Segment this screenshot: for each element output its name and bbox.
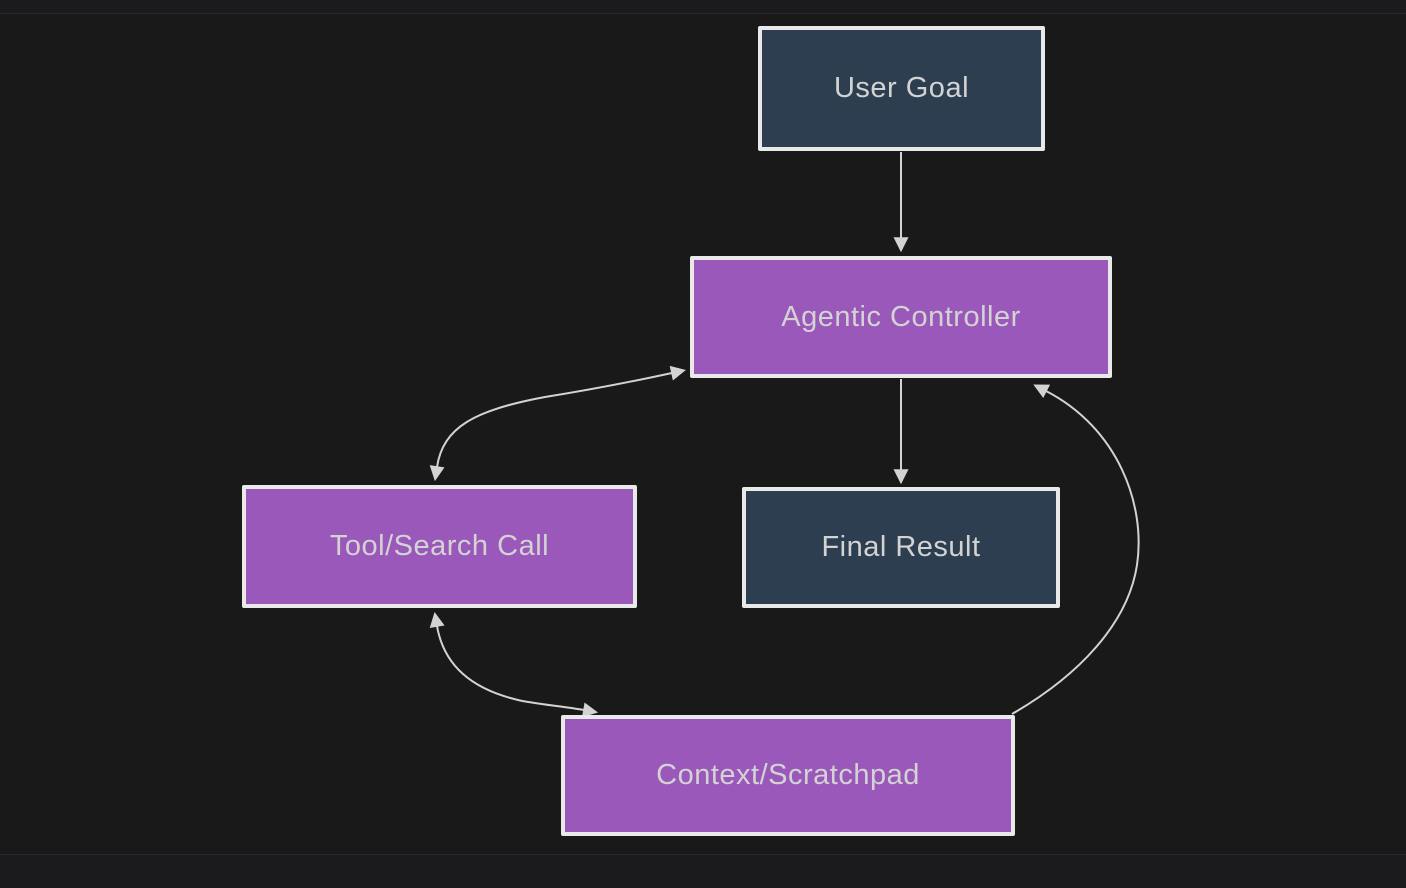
node-context-scratchpad: Context/Scratchpad — [561, 715, 1015, 836]
node-agentic-controller: Agentic Controller — [690, 256, 1112, 378]
node-user-goal-label: User Goal — [833, 72, 970, 104]
node-final-result: Final Result — [742, 487, 1060, 608]
node-tool-search-call-label: Tool/Search Call — [329, 530, 550, 562]
edge-tool-search-call-context-scratchpad-bidirectional — [429, 611, 599, 718]
window-top-band — [0, 0, 1406, 14]
edge-agentic-controller-tool-search-call-bidirectional — [429, 365, 686, 482]
node-final-result-label: Final Result — [821, 531, 981, 563]
node-context-scratchpad-label: Context/Scratchpad — [656, 759, 920, 791]
window-bottom-band — [0, 854, 1406, 888]
node-user-goal: User Goal — [758, 26, 1045, 151]
node-tool-search-call: Tool/Search Call — [242, 485, 637, 608]
node-agentic-controller-label: Agentic Controller — [781, 300, 1021, 333]
